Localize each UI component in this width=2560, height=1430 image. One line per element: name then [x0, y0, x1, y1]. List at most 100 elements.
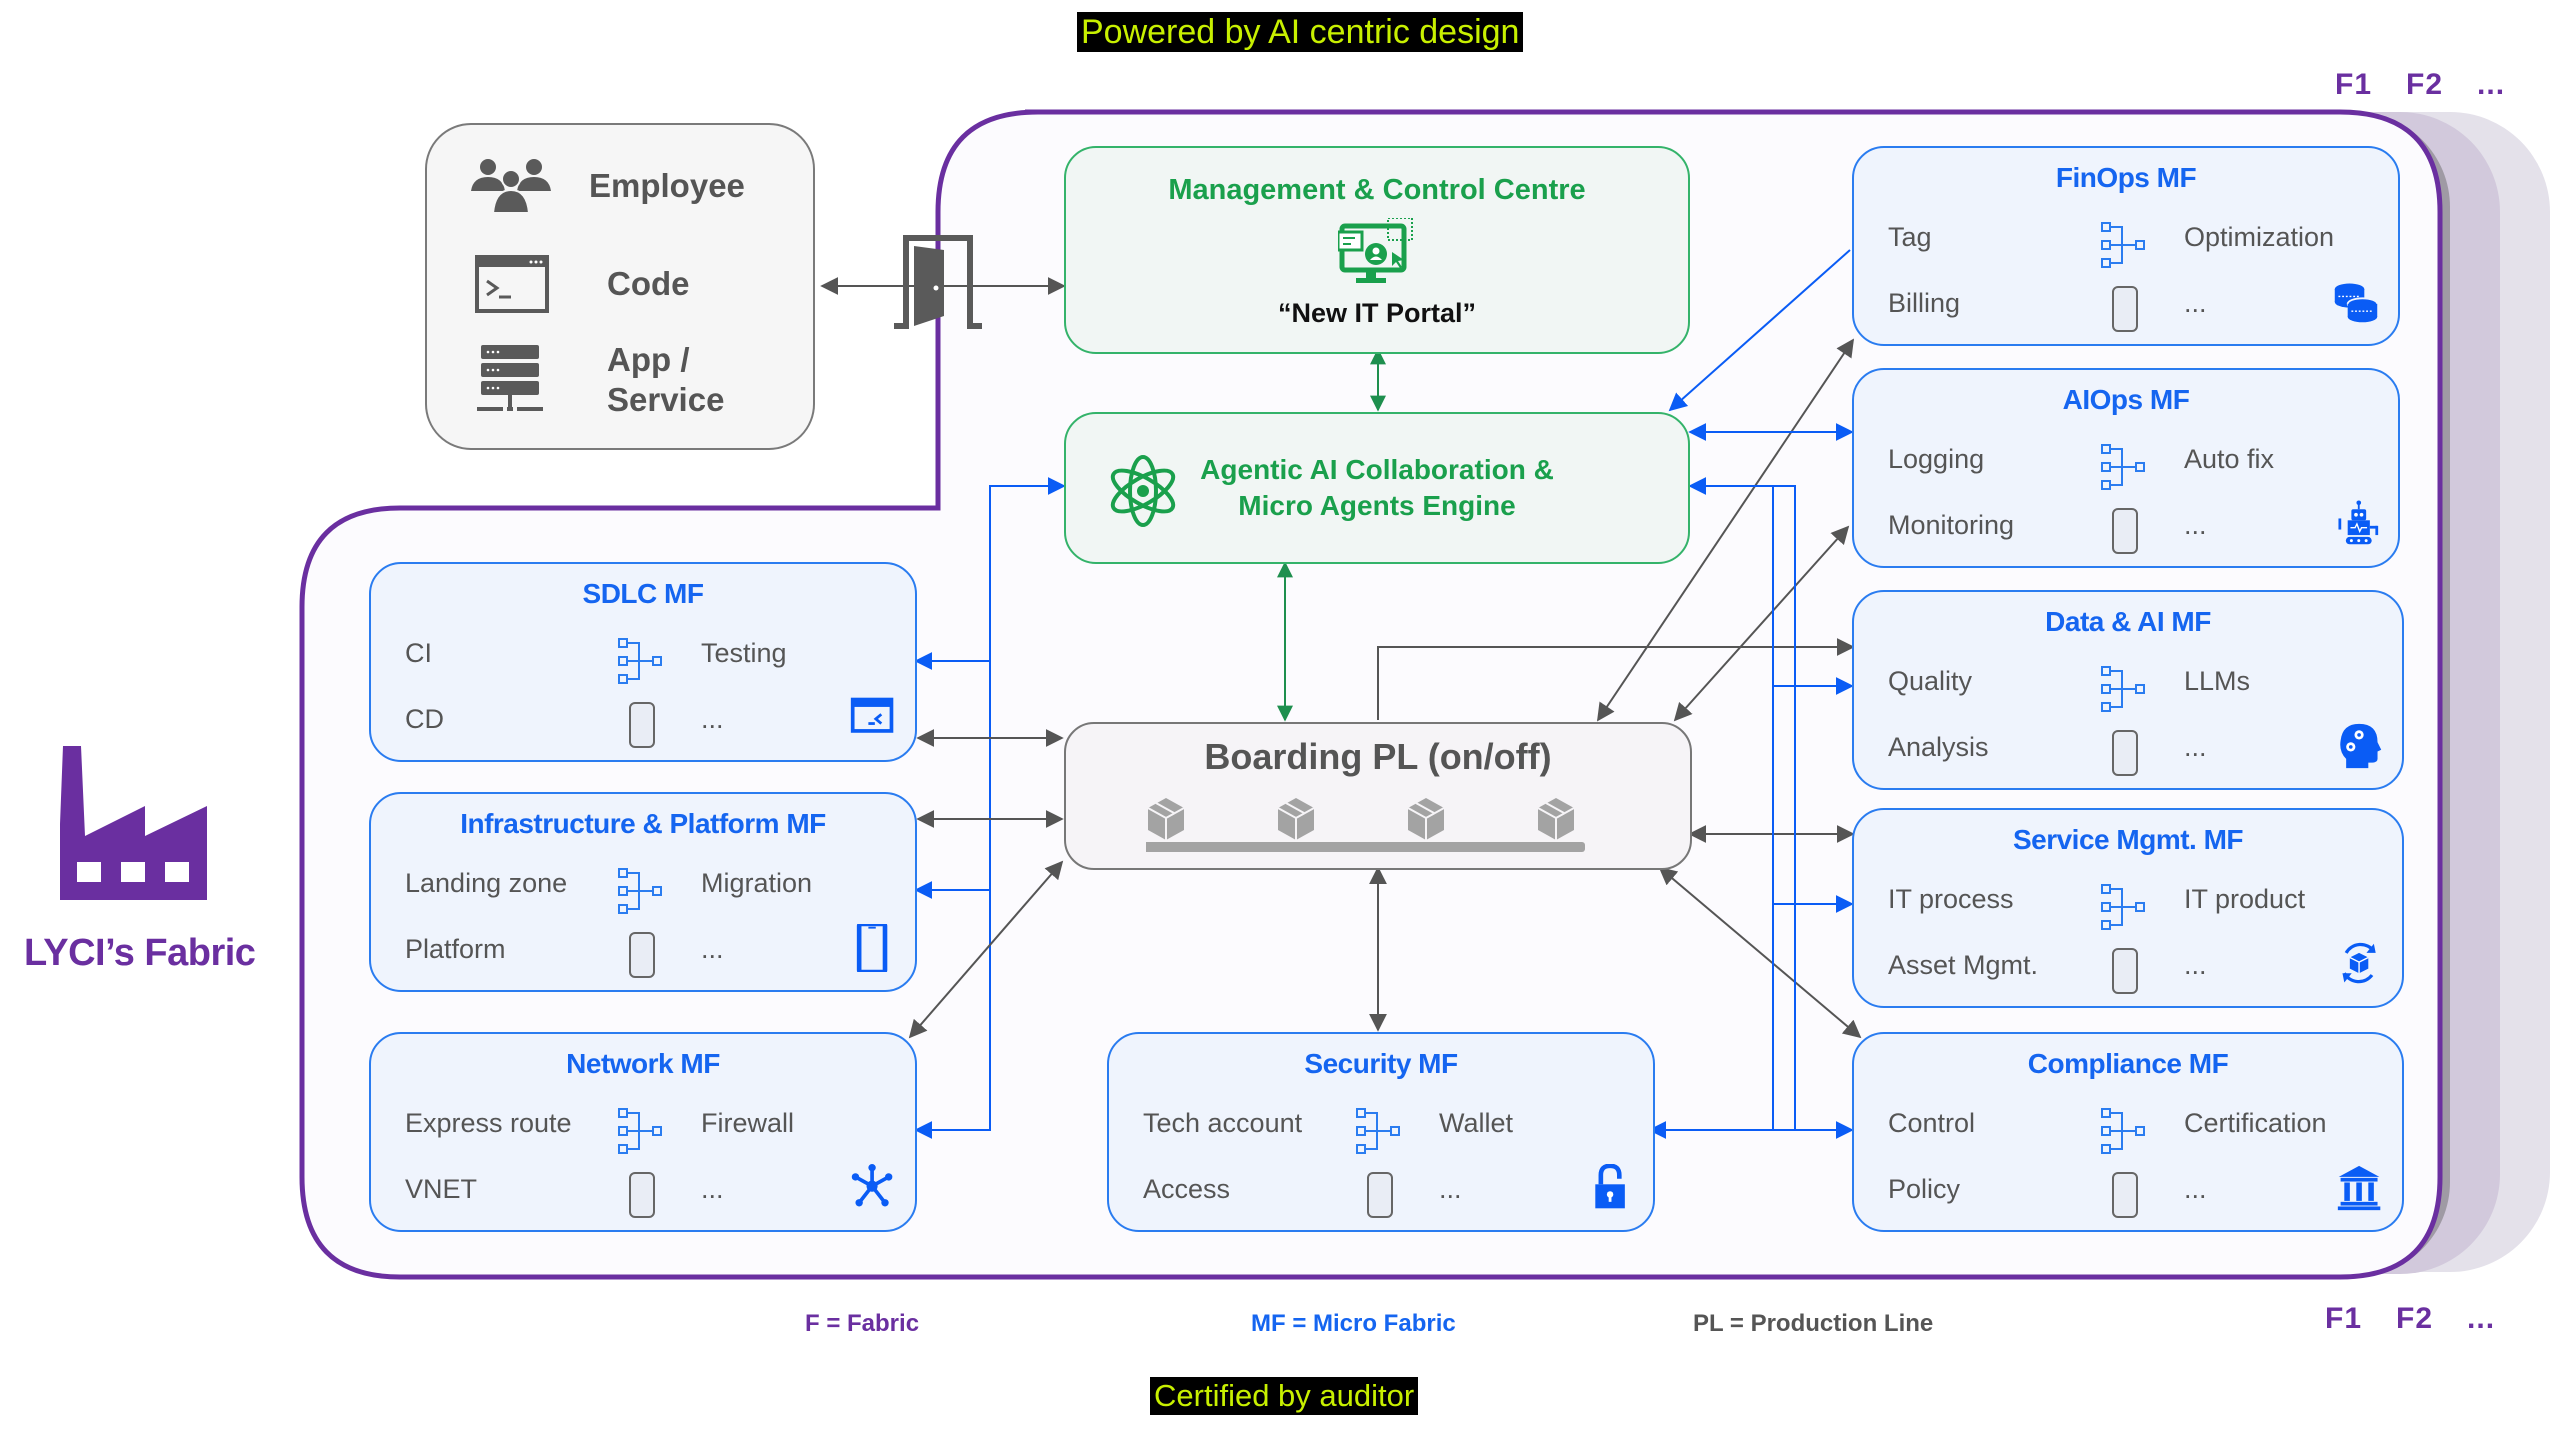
mobile-device-icon: [856, 924, 888, 972]
micro-fabric-item[interactable]: Express route: [405, 1108, 572, 1138]
connector-boarding-data-ai: [1377, 638, 1855, 720]
micro-fabric-item[interactable]: Firewall: [701, 1108, 795, 1138]
container-pill-icon: [2112, 730, 2138, 776]
connector-finops-agentic: [1668, 249, 1851, 412]
micro-fabric-item[interactable]: Asset Mgmt.: [1888, 950, 2039, 980]
micro-fabric-item[interactable]: Monitoring: [1888, 510, 2015, 540]
micro-fabric-title: Security MF: [1304, 1048, 1458, 1079]
micro-fabric-item[interactable]: IT product: [2184, 884, 2306, 914]
container-pill-icon: [2112, 1172, 2138, 1218]
fabric-instance-label[interactable]: F1: [2335, 68, 2373, 101]
connector-boarding-compliance: [1658, 866, 1862, 1039]
micro-fabric-item[interactable]: LLMs: [2184, 666, 2251, 696]
hierarchy-tree-icon: [2100, 220, 2150, 270]
micro-fabric-item[interactable]: Billing: [1888, 288, 1961, 318]
management-subtitle: “New IT Portal”: [1277, 298, 1477, 328]
hierarchy-tree-icon: [2100, 882, 2150, 932]
micro-fabric-more: ...: [2184, 732, 2207, 762]
micro-fabric-item[interactable]: Platform: [405, 934, 506, 964]
micro-fabric-item[interactable]: Access: [1143, 1174, 1231, 1204]
container-pill-icon: [2112, 948, 2138, 994]
container-pill-icon: [2112, 508, 2138, 554]
micro-fabric-item[interactable]: Wallet: [1439, 1108, 1514, 1138]
management-control-centre[interactable]: Management & Control Centre “New IT Port…: [1064, 146, 1690, 354]
micro-fabric-item[interactable]: Tag: [1888, 222, 1932, 252]
micro-fabric-item[interactable]: Quality: [1888, 666, 1973, 696]
hierarchy-tree-icon: [617, 866, 667, 916]
hierarchy-tree-icon: [2100, 1106, 2150, 1156]
micro-fabric-more: ...: [2184, 1174, 2207, 1204]
micro-fabric-item[interactable]: CD: [405, 704, 444, 734]
hierarchy-tree-icon: [2100, 664, 2150, 714]
micro-fabric-item[interactable]: Migration: [701, 868, 813, 898]
micro-fabric-item[interactable]: Testing: [701, 638, 787, 668]
hierarchy-tree-icon: [1355, 1106, 1405, 1156]
actors-panel: Employee Code App / Service: [425, 123, 815, 450]
fabric-instance-label: ...: [2467, 1302, 2496, 1335]
boarding-production-line[interactable]: Boarding PL (on/off): [1064, 722, 1692, 870]
micro-fabric-more: ...: [2184, 950, 2207, 980]
container-pill-icon: [629, 702, 655, 748]
agentic-title-line1: Agentic AI Collaboration &: [1200, 454, 1554, 485]
agentic-ai-engine[interactable]: Agentic AI Collaboration & Micro Agents …: [1064, 412, 1690, 564]
micro-fabric-item[interactable]: Tech account: [1143, 1108, 1303, 1138]
server-stack-icon: [477, 345, 543, 411]
hierarchy-tree-icon: [617, 1106, 667, 1156]
people-group-icon: [471, 159, 551, 213]
connector-bus-compliance: [1772, 486, 1854, 1139]
fabric-instance-label: ...: [2477, 68, 2506, 101]
top-banner: Powered by AI centric design: [1077, 12, 1524, 52]
management-title: Management & Control Centre: [1168, 174, 1586, 206]
connector-agentic-right-bus: [1648, 477, 1796, 1139]
bottom-banner: Certified by auditor: [1150, 1377, 1419, 1415]
micro-fabric-title: Data & AI MF: [2045, 606, 2211, 637]
institution-icon: [2337, 1165, 2381, 1211]
fabric-instance-label[interactable]: F1: [2325, 1302, 2363, 1335]
micro-fabric-title: Network MF: [566, 1048, 720, 1079]
boarding-title: Boarding PL (on/off): [1204, 736, 1552, 777]
micro-fabric-item[interactable]: Auto fix: [2184, 444, 2275, 474]
code-window-icon: [850, 697, 894, 733]
hierarchy-tree-icon: [2100, 442, 2150, 492]
micro-fabric-more: ...: [1439, 1174, 1462, 1204]
agentic-title-line2: Micro Agents Engine: [1238, 490, 1516, 521]
micro-fabric-item[interactable]: Certification: [2184, 1108, 2327, 1138]
micro-fabric-item[interactable]: Analysis: [1888, 732, 1989, 762]
fabric-instance-label[interactable]: F2: [2406, 68, 2444, 101]
micro-fabric-item[interactable]: Policy: [1888, 1174, 1961, 1204]
door-open-icon[interactable]: [892, 232, 984, 330]
conveyor-boxes-icon: [1146, 797, 1585, 852]
micro-fabric-item[interactable]: Logging: [1888, 444, 1985, 474]
legend-production-line: PL = Production Line: [1693, 1310, 1934, 1337]
actor-employee-label: Employee: [589, 167, 745, 204]
micro-fabric-title: Service Mgmt. MF: [2012, 824, 2244, 855]
coins-icon: [2334, 283, 2379, 323]
micro-fabric-item[interactable]: VNET: [405, 1174, 478, 1204]
robot-icon: [2338, 500, 2379, 545]
micro-fabric-item[interactable]: Control: [1888, 1108, 1976, 1138]
micro-fabric-more: ...: [701, 934, 724, 964]
micro-fabric-item[interactable]: IT process: [1888, 884, 2014, 914]
unlock-icon: [1595, 1164, 1625, 1209]
micro-fabric-item[interactable]: Landing zone: [405, 868, 568, 898]
package-box-icon: [1147, 798, 1185, 840]
fabric-instances-bottom: F1 F2...: [2325, 1302, 2529, 1336]
micro-fabric-title: SDLC MF: [582, 578, 704, 609]
micro-fabric-title: AIOps MF: [2062, 384, 2190, 415]
legend-micro-fabric: MF = Micro Fabric: [1251, 1310, 1456, 1337]
atom-icon: [1110, 455, 1176, 527]
fabric-instance-label[interactable]: F2: [2396, 1302, 2434, 1335]
micro-fabric-item[interactable]: Optimization: [2184, 222, 2335, 252]
terminal-window-icon: [475, 255, 549, 313]
factory-icon: [60, 746, 207, 900]
micro-fabric-item[interactable]: CI: [405, 638, 432, 668]
